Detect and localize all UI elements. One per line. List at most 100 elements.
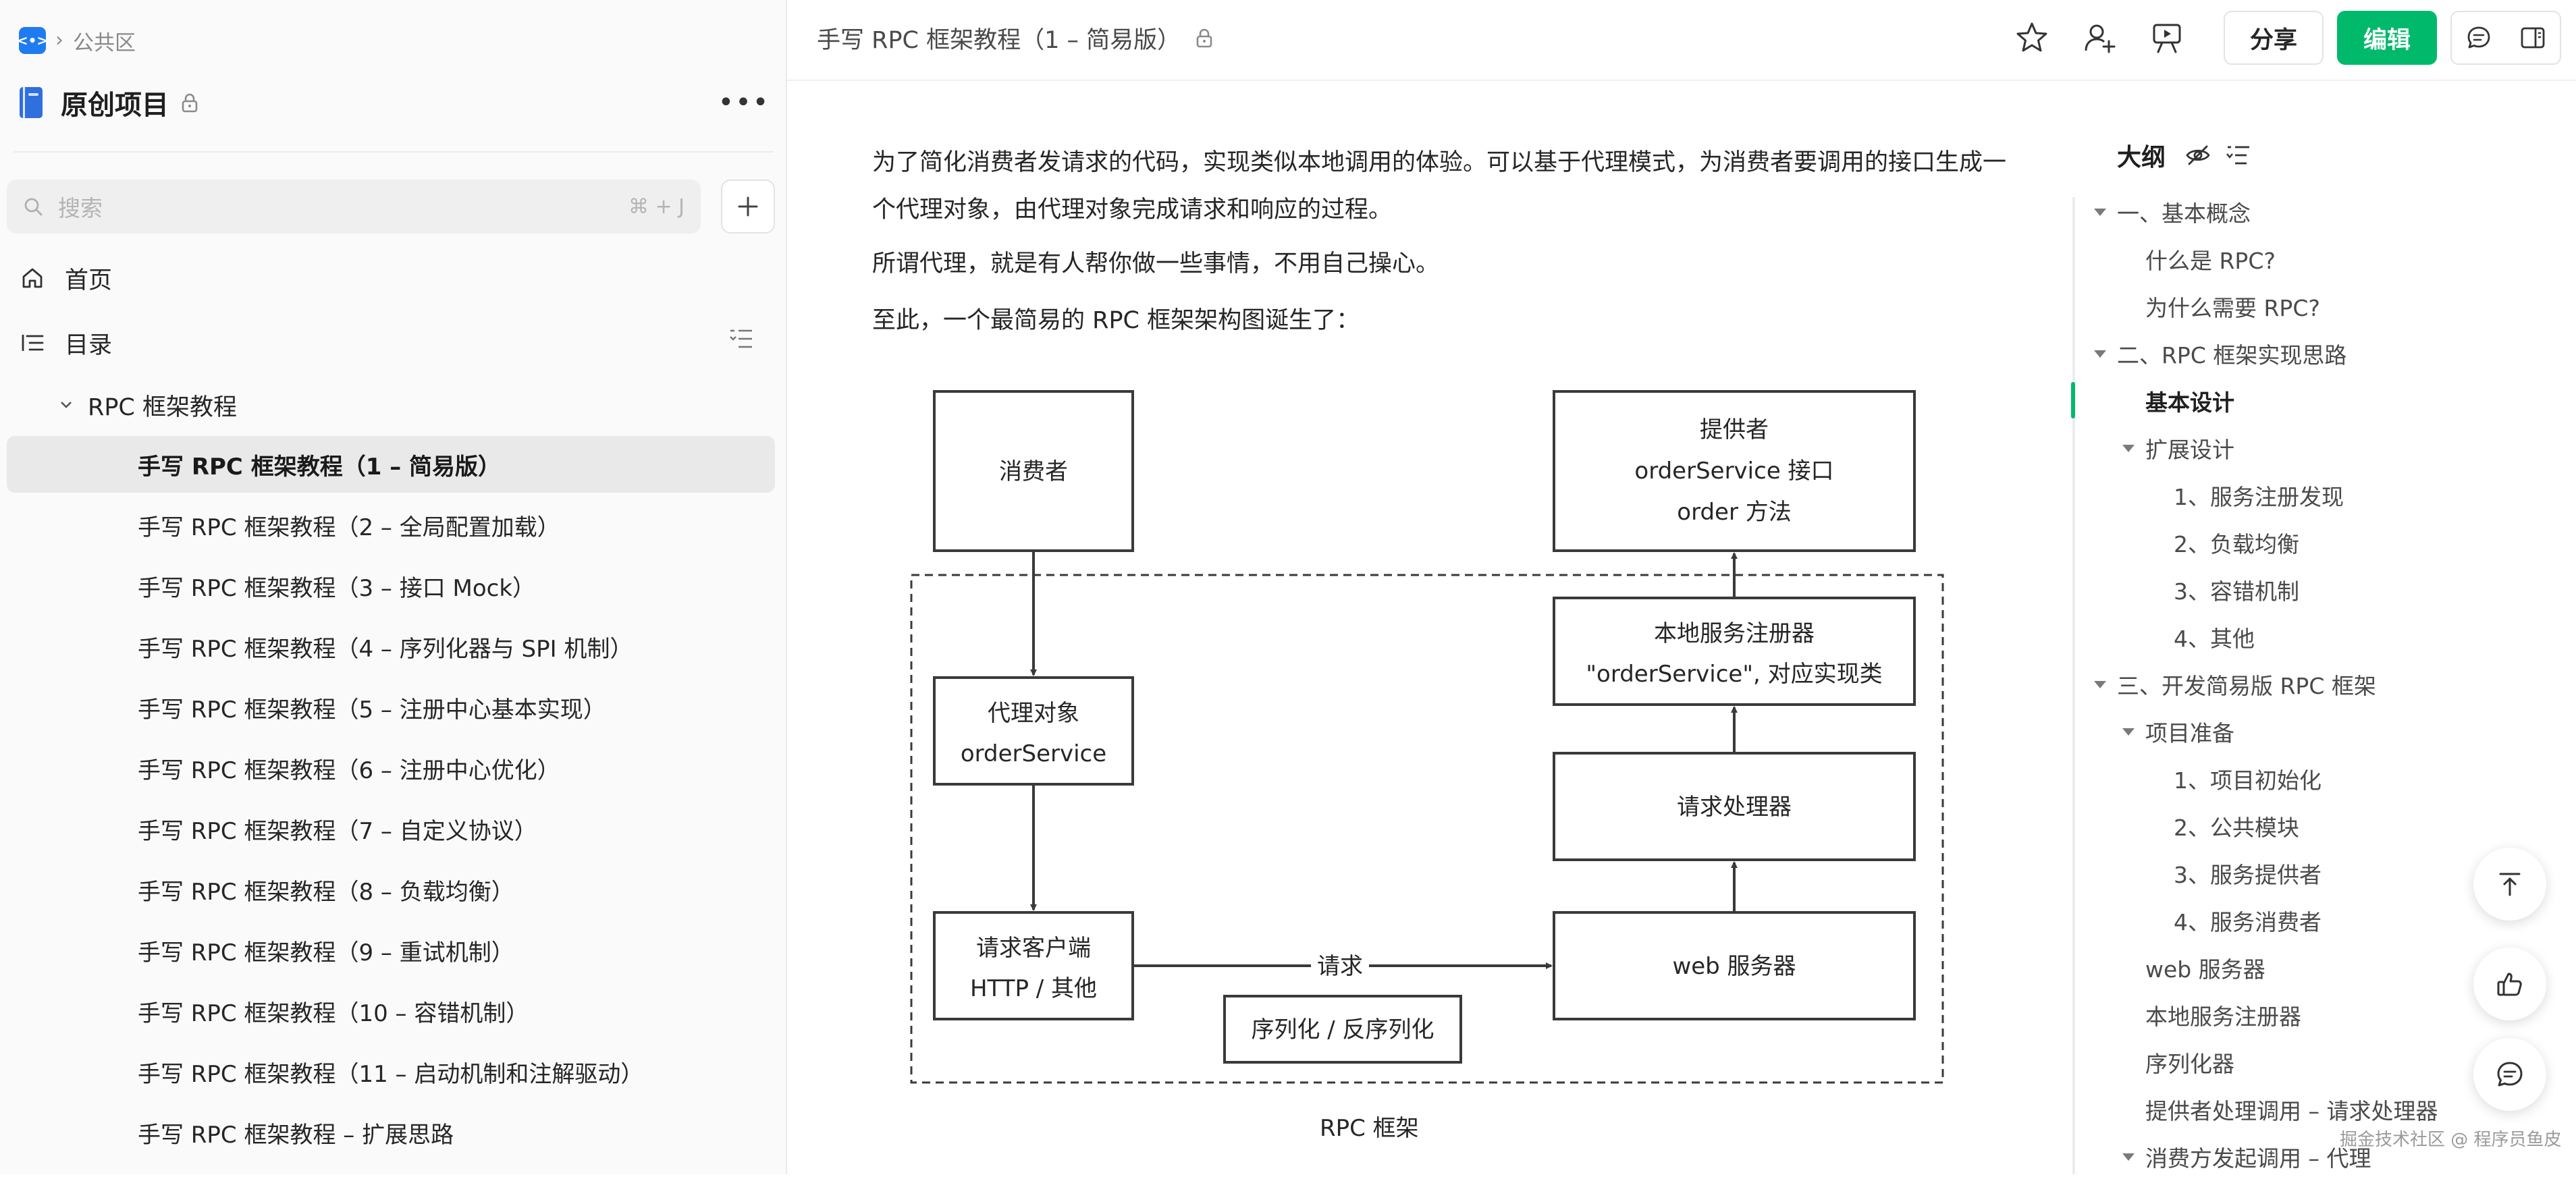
outline-item[interactable]: 消费方发起调用 – 代理 bbox=[2145, 1145, 2371, 1172]
client-label: 请求客户端 bbox=[976, 935, 1091, 962]
space-logo-icon[interactable]: <•> bbox=[17, 27, 48, 54]
caret-down-icon[interactable] bbox=[2122, 728, 2135, 736]
outline-item[interactable]: 一、基本概念 bbox=[2117, 200, 2251, 227]
doc-item-active[interactable]: 手写 RPC 框架教程（1 – 简易版） bbox=[7, 436, 775, 493]
thumb-up-icon bbox=[2497, 973, 2522, 996]
doc-list: 手写 RPC 框架教程（1 – 简易版） 手写 RPC 框架教程（2 – 全局配… bbox=[7, 436, 775, 1165]
outline-item[interactable]: 扩展设计 bbox=[2145, 437, 2234, 463]
registry-detail-label: "orderService", 对应实现类 bbox=[1586, 661, 1882, 688]
doc-item[interactable]: 手写 RPC 框架教程（5 – 注册中心基本实现） bbox=[138, 696, 606, 723]
serializer-box: 序列化 / 反序列化 bbox=[1223, 995, 1462, 1064]
outline-header: 大纲 bbox=[2117, 135, 2252, 175]
search-icon bbox=[24, 198, 43, 216]
doc-item[interactable]: 手写 RPC 框架教程（4 – 序列化器与 SPI 机制） bbox=[138, 635, 633, 663]
outline-item[interactable]: 3、服务提供者 bbox=[2174, 862, 2322, 888]
serializer-label: 序列化 / 反序列化 bbox=[1251, 1016, 1434, 1043]
outline-item[interactable]: 本地服务注册器 bbox=[2145, 1004, 2301, 1030]
eye-off-icon[interactable] bbox=[2184, 142, 2211, 169]
doc-item[interactable]: 手写 RPC 框架教程（3 – 接口 Mock） bbox=[138, 574, 536, 602]
share-button[interactable]: 分享 bbox=[2224, 11, 2324, 65]
caret-down-icon[interactable] bbox=[2122, 1153, 2135, 1161]
outline-item[interactable]: 2、公共模块 bbox=[2174, 815, 2299, 841]
doc-item[interactable]: 手写 RPC 框架教程（2 – 全局配置加载） bbox=[138, 514, 560, 541]
search-placeholder: 搜索 bbox=[58, 195, 103, 221]
comment-icon[interactable] bbox=[2465, 24, 2492, 51]
doc-title-text: 手写 RPC 框架教程（1 – 简易版） bbox=[817, 26, 1181, 54]
outline-title: 大纲 bbox=[2117, 144, 2166, 171]
provider-interface-label: orderService 接口 bbox=[1634, 458, 1833, 485]
architecture-diagram: 消费者 提供者 orderService 接口 order 方法 本地服务注册器… bbox=[910, 390, 1944, 1084]
outline-rail bbox=[2072, 197, 2075, 1174]
lock-icon bbox=[182, 93, 198, 113]
registry-box: 本地服务注册器 "orderService", 对应实现类 bbox=[1553, 597, 1916, 706]
doc-item[interactable]: 手写 RPC 框架教程（8 – 负载均衡） bbox=[138, 878, 514, 906]
outline-item[interactable]: 2、负载均衡 bbox=[2174, 531, 2299, 557]
nav-toc[interactable]: 目录 bbox=[20, 323, 112, 363]
outline-item[interactable]: 三、开发简易版 RPC 框架 bbox=[2117, 673, 2376, 699]
outline-item[interactable]: 4、其他 bbox=[2174, 626, 2255, 652]
caret-down-icon[interactable] bbox=[2094, 681, 2106, 688]
outline-item[interactable]: 提供者处理调用 – 请求处理器 bbox=[2145, 1098, 2438, 1124]
provider-method-label: order 方法 bbox=[1677, 499, 1791, 526]
doc-item[interactable]: 手写 RPC 框架教程 – 扩展思路 bbox=[138, 1121, 454, 1149]
side-panel-icon[interactable] bbox=[2519, 24, 2546, 51]
more-options-icon[interactable]: ••• bbox=[718, 87, 770, 118]
present-icon[interactable] bbox=[2148, 19, 2186, 57]
outline-item[interactable]: 序列化器 bbox=[2145, 1051, 2234, 1077]
chevron-down-icon[interactable] bbox=[58, 397, 74, 413]
toc-icon bbox=[22, 335, 44, 351]
doc-title: 手写 RPC 框架教程（1 – 简易版） bbox=[817, 20, 1213, 55]
consumer-label: 消费者 bbox=[999, 458, 1068, 485]
caret-down-icon[interactable] bbox=[2122, 445, 2135, 452]
view-tools bbox=[2450, 11, 2561, 65]
breadcrumb[interactable]: <•> › 公共区 bbox=[17, 26, 136, 55]
rpc-framework-boundary bbox=[910, 574, 1944, 1084]
outline-item[interactable]: 4、服务消费者 bbox=[2174, 909, 2322, 935]
outline-item[interactable]: 3、容错机制 bbox=[2174, 578, 2299, 605]
nav-toc-label: 目录 bbox=[65, 331, 113, 359]
proxy-box: 代理对象 orderService bbox=[933, 676, 1134, 786]
outline-list-icon[interactable] bbox=[2225, 142, 2252, 169]
edit-button[interactable]: 编辑 bbox=[2337, 11, 2437, 65]
search-shortcut: ⌘ + J bbox=[628, 194, 685, 219]
outline-item[interactable]: 为什么需要 RPC? bbox=[2145, 295, 2320, 321]
comment-button[interactable] bbox=[2473, 1038, 2546, 1111]
outline-item[interactable]: web 服务器 bbox=[2145, 956, 2265, 983]
breadcrumb-label[interactable]: 公共区 bbox=[73, 30, 136, 55]
outline-item[interactable]: 项目准备 bbox=[2145, 720, 2234, 746]
doc-item[interactable]: 手写 RPC 框架教程（9 – 重试机制） bbox=[138, 939, 514, 966]
doc-item[interactable]: 手写 RPC 框架教程（6 – 注册中心优化） bbox=[138, 757, 560, 784]
client-protocol-label: HTTP / 其他 bbox=[970, 975, 1097, 1002]
doc-item[interactable]: 手写 RPC 框架教程（7 – 自定义协议） bbox=[138, 817, 537, 845]
sidebar: <•> › 公共区 原创项目 ••• 搜索 ⌘ + J bbox=[0, 0, 787, 1174]
handler-box: 请求处理器 bbox=[1553, 752, 1916, 861]
outline-item[interactable]: 1、服务注册发现 bbox=[2174, 484, 2344, 510]
space-name: 原创项目 bbox=[61, 90, 169, 121]
nav-home[interactable]: 首页 bbox=[20, 258, 112, 298]
star-icon[interactable] bbox=[2013, 19, 2051, 57]
diagram-caption: RPC 框架 bbox=[1320, 1115, 1419, 1142]
outline-item[interactable]: 1、项目初始化 bbox=[2174, 767, 2322, 794]
add-collaborator-icon[interactable] bbox=[2081, 19, 2118, 57]
add-button[interactable] bbox=[721, 180, 775, 234]
divider bbox=[14, 151, 774, 153]
toc-collapse-icon[interactable] bbox=[728, 325, 755, 352]
watermark: 掘金技术社区 @ 程序员鱼皮 bbox=[2340, 1130, 2562, 1150]
like-button[interactable] bbox=[2473, 948, 2546, 1020]
registry-label: 本地服务注册器 bbox=[1654, 620, 1815, 647]
space-title[interactable]: 原创项目 bbox=[19, 81, 198, 124]
caret-down-icon[interactable] bbox=[2094, 209, 2106, 216]
web-server-label: web 服务器 bbox=[1672, 953, 1796, 980]
outline-item[interactable]: 二、RPC 框架实现思路 bbox=[2117, 342, 2347, 368]
back-to-top-button[interactable] bbox=[2473, 848, 2546, 921]
caret-down-icon[interactable] bbox=[2094, 350, 2106, 358]
proxy-label: 代理对象 bbox=[988, 700, 1079, 727]
outline-item[interactable]: 什么是 RPC? bbox=[2145, 248, 2276, 274]
paragraph: 所谓代理，就是有人帮你做一些事情，不用自己操心。 bbox=[872, 250, 1440, 277]
doc-item[interactable]: 手写 RPC 框架教程（10 – 容错机制） bbox=[138, 1000, 529, 1027]
doc-item[interactable]: 手写 RPC 框架教程（11 – 启动机制和注解驱动） bbox=[138, 1060, 644, 1088]
paragraph: 为了简化消费者发请求的代码，实现类似本地调用的体验。可以基于代理模式，为消费者要… bbox=[872, 149, 2007, 223]
outline-item[interactable]: 基本设计 bbox=[2145, 389, 2234, 416]
search-input[interactable]: 搜索 ⌘ + J bbox=[7, 180, 701, 234]
tree-folder-rpc[interactable]: RPC 框架教程 bbox=[58, 385, 237, 425]
